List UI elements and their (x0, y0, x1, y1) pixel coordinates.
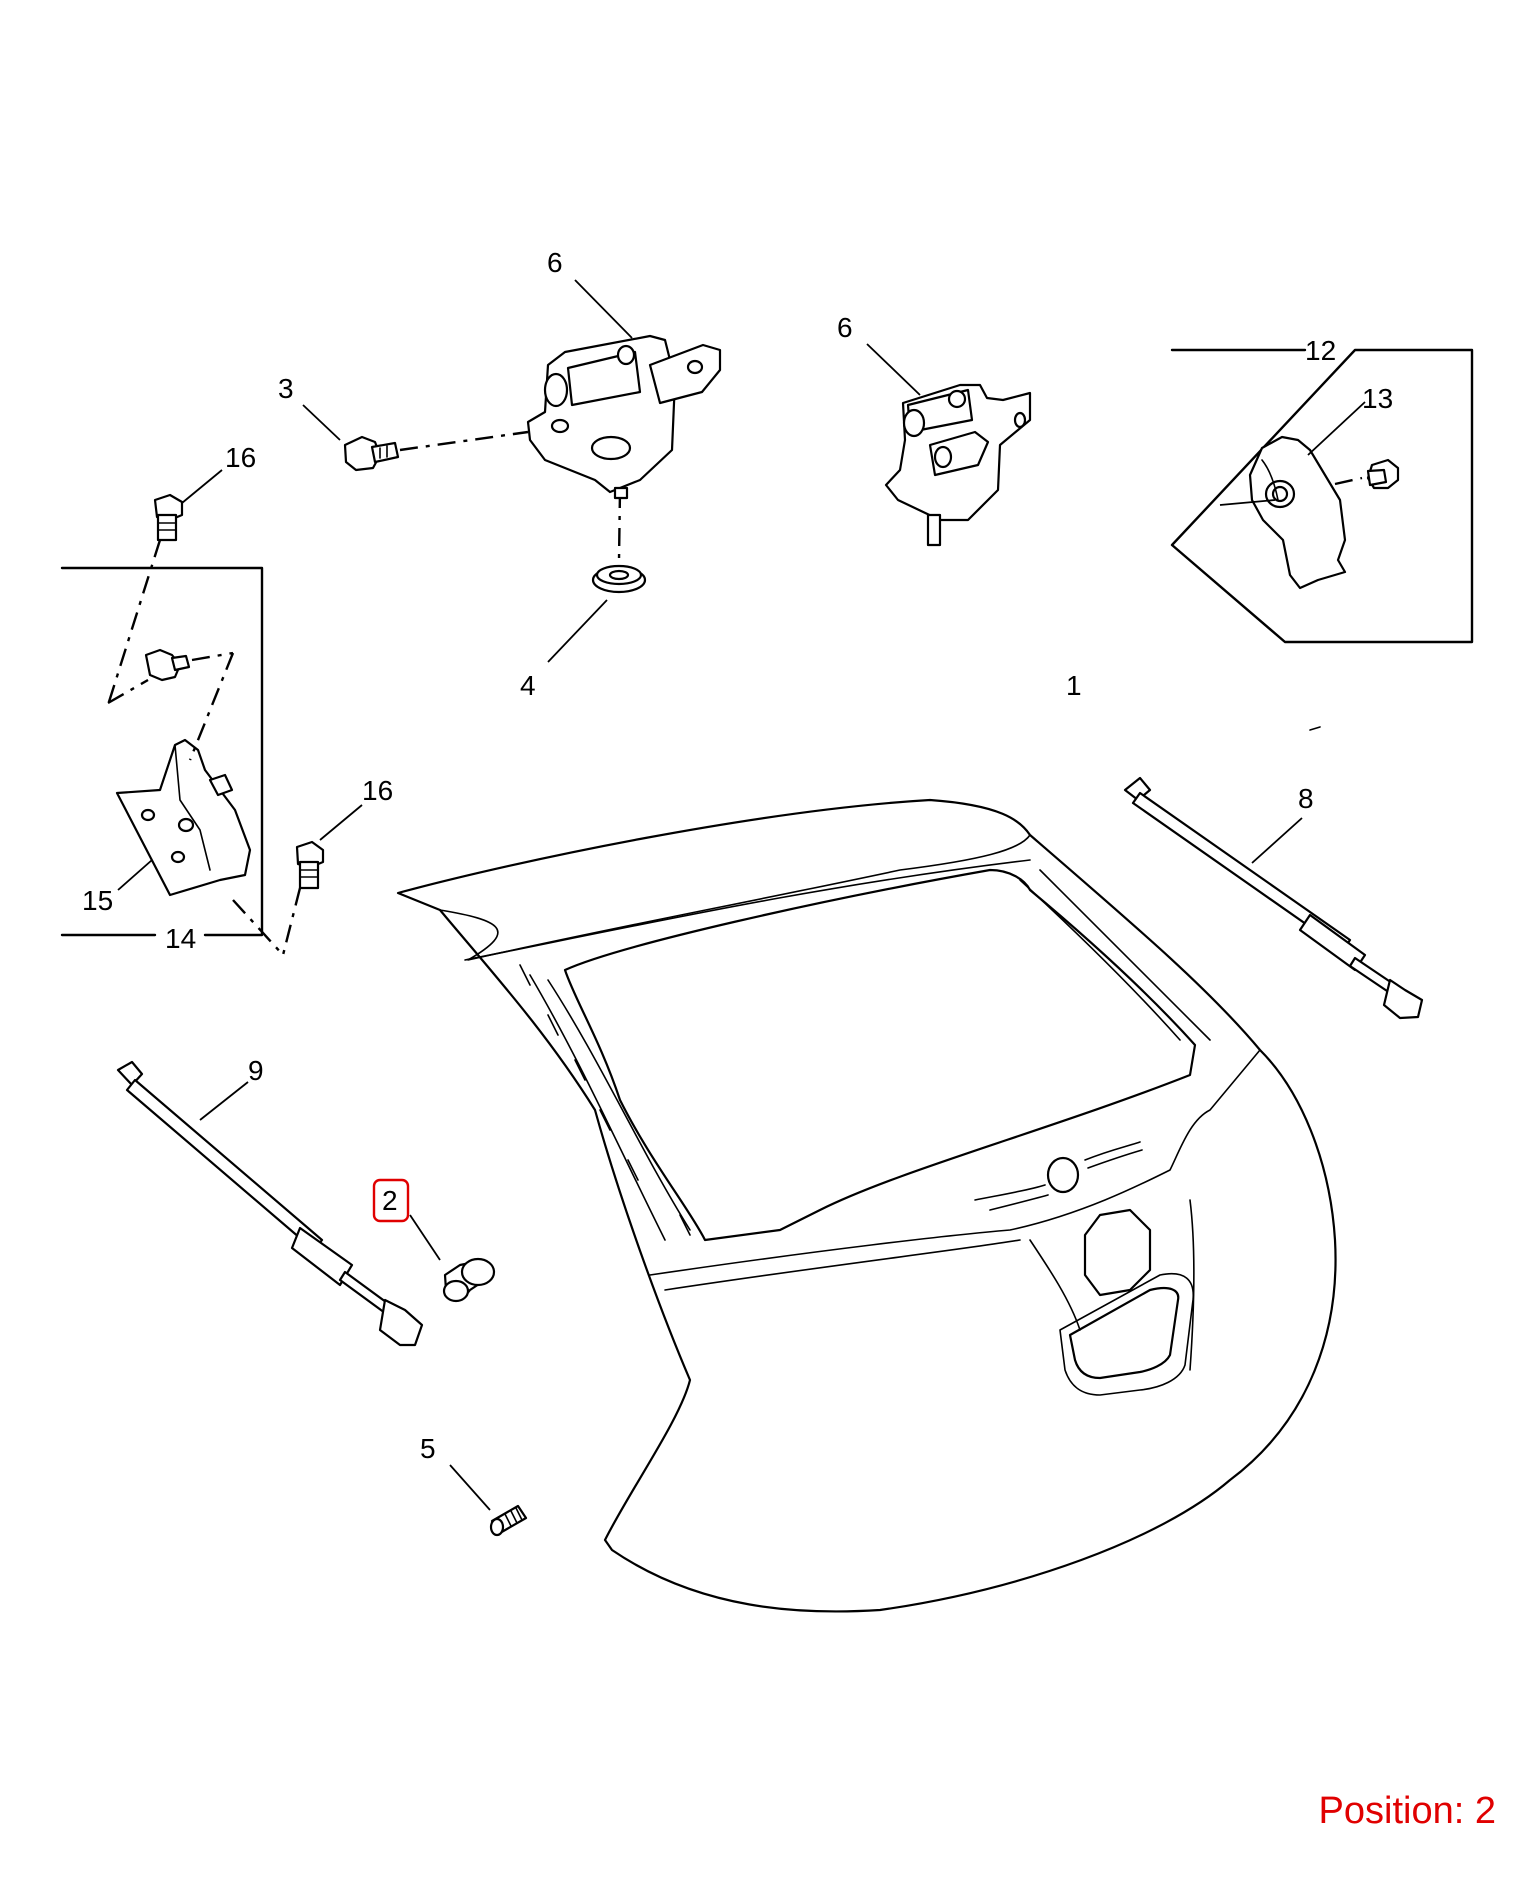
hinge-part-6-right[interactable] (866, 343, 1032, 547)
gas-strut-part-8[interactable] (1123, 776, 1424, 1020)
bracket-part-15[interactable] (107, 648, 252, 897)
callout-16-upper[interactable]: 16 (225, 442, 256, 473)
callout-13[interactable]: 13 (1362, 383, 1393, 414)
tailgate-panel[interactable] (396, 798, 1337, 1613)
bolt-part-16-lower[interactable] (232, 804, 363, 956)
callout-5[interactable]: 5 (420, 1433, 436, 1464)
callout-6-right[interactable]: 6 (837, 312, 853, 343)
callout-12[interactable]: 12 (1305, 335, 1336, 366)
bolt-part-3[interactable] (302, 404, 529, 472)
stray-mark (1309, 726, 1321, 731)
callout-2-highlight-box (372, 1178, 410, 1223)
part-12-group-box[interactable] (1170, 348, 1474, 644)
callout-1[interactable]: 1 (1066, 670, 1082, 701)
callout-14[interactable]: 14 (165, 923, 196, 954)
callout-9[interactable]: 9 (248, 1055, 264, 1086)
position-label: Position: 2 (1318, 1790, 1496, 1832)
callout-16-lower[interactable]: 16 (362, 775, 393, 806)
washer-part-4[interactable] (547, 489, 647, 663)
callout-2[interactable]: 2 (382, 1185, 398, 1216)
callout-3[interactable]: 3 (278, 373, 294, 404)
screw-part-5[interactable] (449, 1464, 528, 1537)
part-14-group-box[interactable] (60, 566, 264, 937)
callout-15[interactable]: 15 (82, 885, 113, 916)
stud-part-2[interactable] (409, 1214, 496, 1303)
hinge-part-6-left[interactable] (526, 279, 722, 500)
bolt-part-16-upper[interactable] (106, 469, 223, 706)
callout-6-left[interactable]: 6 (547, 247, 563, 278)
callout-4[interactable]: 4 (520, 670, 536, 701)
gas-strut-part-9[interactable] (116, 1060, 424, 1347)
bracket-part-13[interactable] (1219, 401, 1400, 590)
callout-8[interactable]: 8 (1298, 783, 1314, 814)
